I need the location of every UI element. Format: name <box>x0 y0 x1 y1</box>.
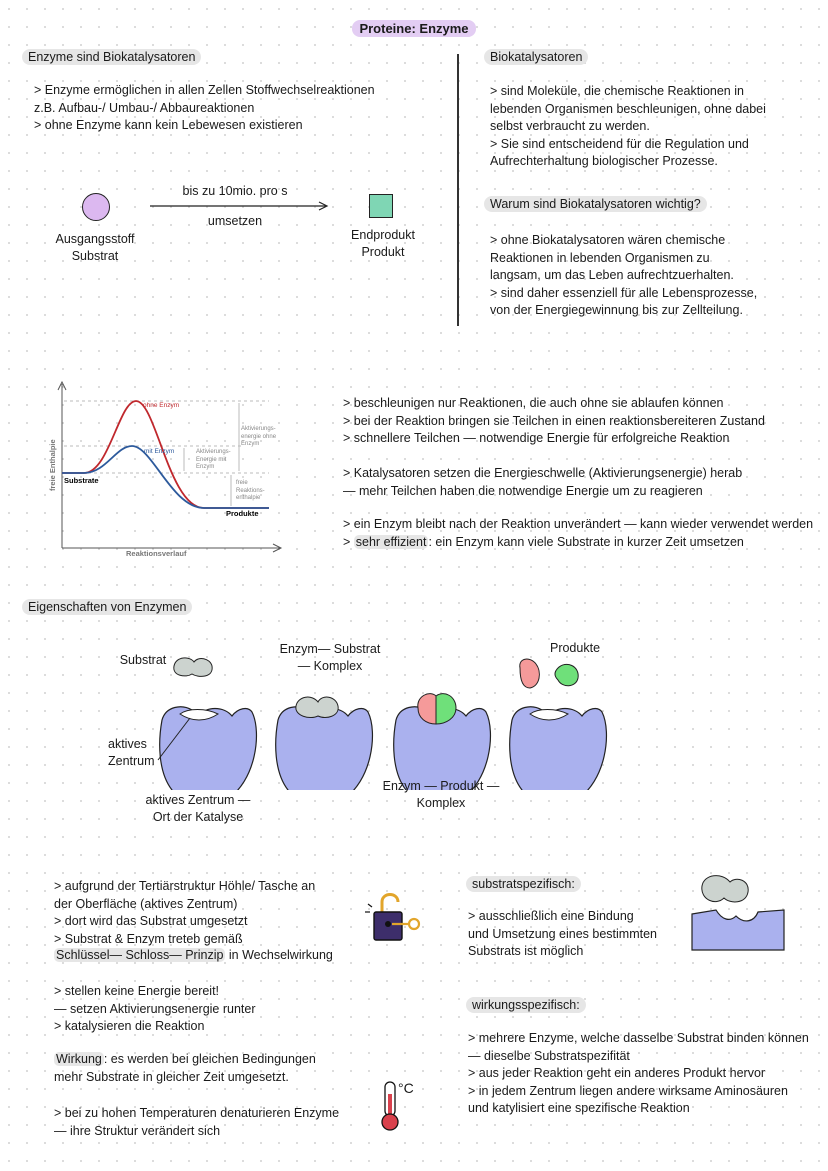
arrow-top-label: bis zu 10mio. pro s <box>182 184 288 198</box>
label-act-with: Aktivierungs- Energie mit Enzym <box>196 449 231 470</box>
chart-text-p2: > Katalysatoren setzen die Energieschwel… <box>343 466 743 498</box>
section-heading-biocatalysts: Enzyme sind Biokatalysatoren <box>22 48 202 66</box>
reaction-arrow <box>150 201 329 211</box>
p3b-rest: : ein Enzym kann viele Substrate in kurz… <box>428 535 744 549</box>
label-produkte: Produkte <box>226 509 259 518</box>
heading-substrate-specific: substratspezifisch: <box>466 876 581 892</box>
key-lock-highlight: Schlüssel— Schloss— Prinzip <box>54 948 226 962</box>
enzyme-stage-4 <box>509 706 608 790</box>
heading-biokatalysatoren: Biokatalysatoren <box>484 49 589 65</box>
bottom-left-p1-line: Schlüssel— Schloss— Prinzip in Wechselwi… <box>54 947 333 965</box>
chart-text-p3a: > ein Enzym bleibt nach der Reaktion unv… <box>343 517 814 531</box>
active-site-label: aktives Zentrum <box>108 737 155 768</box>
produkte-label: Produkte <box>549 641 601 655</box>
curve-with-enzyme <box>62 445 269 509</box>
bottom-left-p3: Wirkung: es werden bei gleichen Bedingun… <box>54 1051 316 1086</box>
active-site-4 <box>529 709 569 721</box>
section-heading-biokatalysatoren: Biokatalysatoren <box>484 48 589 66</box>
complex-label: Enzym— Substrat — Komplex <box>279 642 381 673</box>
enzymes-intro-text: > Enzyme ermöglichen in allen Zellen Sto… <box>34 83 375 132</box>
page-title: Proteine: Enzyme <box>352 20 476 37</box>
energy-diagram: ohne Enzym mit Enzym Substrate Produkte … <box>48 380 283 558</box>
effect-specific-text: > mehrere Enzyme, welche dasselbe Substr… <box>468 1031 809 1115</box>
heading-properties: Eigenschaften von Enzymen <box>22 599 193 615</box>
wirkung-highlight: Wirkung <box>54 1052 104 1066</box>
product-square <box>369 194 393 218</box>
section-heading-properties: Eigenschaften von Enzymen <box>22 598 193 616</box>
label-free-enthalpy: freie Reaktions- enthalpie <box>236 480 265 501</box>
vertical-divider <box>457 54 459 326</box>
specificity-illustration <box>691 875 785 951</box>
wirkung-rest: : es werden bei gleichen Bedingungen meh… <box>54 1052 316 1084</box>
lock-key-icon <box>365 893 421 941</box>
y-axis-label: freie Enthalpie <box>48 439 57 491</box>
why-important-text: > ohne Biokatalysatoren wären chemische … <box>490 233 758 317</box>
page-title-wrap: Proteine: Enzyme <box>0 20 828 38</box>
label-ohne-enzym: ohne Enzym <box>143 402 179 409</box>
label-mit-enzym: mit Enzym <box>144 448 174 455</box>
substrate-specific-text: > ausschließlich eine Bindung und Umsetz… <box>468 909 657 958</box>
substrate-in-complex <box>295 696 339 719</box>
chart-text-p1: > beschleunigen nur Reaktionen, die auch… <box>343 396 765 445</box>
pointer-line <box>157 717 191 761</box>
heading-why-important: Warum sind Biokatalysatoren wichtig? <box>484 196 707 212</box>
active-site-desc: aktives Zentrum — Ort der Katalyse <box>145 793 251 824</box>
end-label: Endprodukt Produkt <box>351 228 415 259</box>
enzyme-stages <box>157 657 608 790</box>
heading-effect-specific-wrap: wirkungsspezifisch: <box>466 996 586 1014</box>
p3b-highlight: sehr effizient <box>353 535 429 549</box>
biokatalysatoren-text: > sind Moleküle, die chemische Reaktione… <box>490 84 766 168</box>
arrow-bottom-label: umsetzen <box>207 214 263 228</box>
label-substrate: Substrate <box>64 476 99 485</box>
bottom-left-p4: > bei zu hohen Temperaturen denaturieren… <box>54 1106 340 1138</box>
key-lock-rest: in Wechselwirkung <box>225 948 333 962</box>
enzyme-stage-2 <box>275 706 374 790</box>
enzyme-stage-1 <box>159 706 258 790</box>
substrate-shape-1 <box>173 657 213 677</box>
thermometer-icon <box>381 1081 399 1131</box>
section-heading-why: Warum sind Biokatalysatoren wichtig? <box>484 195 707 213</box>
curve-without-enzyme <box>62 400 269 509</box>
product-green <box>554 663 579 687</box>
p3b-prefix: > <box>343 535 354 549</box>
product-red <box>519 658 540 689</box>
bottom-left-p2: > stellen keine Energie bereit! — setzen… <box>54 984 256 1033</box>
bottom-left-p1: > aufgrund der Tertiärstruktur Höhle/ Ta… <box>54 879 316 946</box>
heading-effect-specific: wirkungsspezifisch: <box>466 997 586 1013</box>
heading-substrate-specific-wrap: substratspezifisch: <box>466 875 581 893</box>
label-act-without: Aktivierungs- energie ohne Enzym <box>241 426 277 447</box>
substrat-label: Substrat <box>119 653 167 667</box>
chart-text-p3b: > sehr effizient: ein Enzym kann viele S… <box>343 534 744 552</box>
start-label: Ausgangsstoff Substrat <box>55 232 135 263</box>
x-axis-label: Reaktionsverlauf <box>126 549 187 558</box>
active-site-1 <box>179 709 219 721</box>
heading-enzymes-biocatalysts: Enzyme sind Biokatalysatoren <box>22 49 202 65</box>
product-green-in-complex <box>435 693 457 725</box>
substrate-circle <box>82 193 110 221</box>
product-complex-label: Enzym — Produkt — Komplex <box>382 779 500 810</box>
celsius-label: °C <box>398 1080 414 1096</box>
